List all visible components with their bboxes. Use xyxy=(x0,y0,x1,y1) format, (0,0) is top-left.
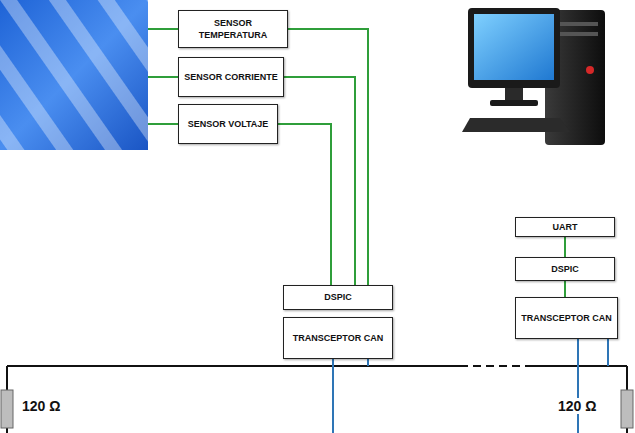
box-label: SENSOR TEMPERATURA xyxy=(179,17,287,41)
signal-wire xyxy=(564,237,566,257)
can-bus xyxy=(7,366,627,433)
resistor-label: 120 Ω xyxy=(20,398,62,414)
box-label: UART xyxy=(553,221,578,233)
resistor-label: 120 Ω xyxy=(556,398,598,414)
box-label: TRANSCEPTOR CAN xyxy=(521,312,611,324)
process-box: DSPIC xyxy=(515,257,615,281)
box-label: DSPIC xyxy=(551,263,579,275)
signal-wire xyxy=(564,281,566,297)
process-box: TRANSCEPTOR CAN xyxy=(515,297,618,339)
process-box: SENSOR VOLTAJE xyxy=(178,104,278,144)
signal-wire xyxy=(278,124,331,285)
computer-icon xyxy=(462,8,605,145)
panel-wire xyxy=(148,29,178,124)
box-label: DSPIC xyxy=(324,291,352,303)
process-box: UART xyxy=(515,217,615,237)
process-box: SENSOR TEMPERATURA xyxy=(178,10,288,48)
resistor-symbol xyxy=(1,390,633,428)
process-box: DSPIC xyxy=(283,285,393,310)
box-label: SENSOR VOLTAJE xyxy=(188,118,269,130)
box-label: TRANSCEPTOR CAN xyxy=(293,332,383,344)
signal-wire xyxy=(284,77,355,285)
solar-panel xyxy=(0,0,148,150)
box-label: SENSOR CORRIENTE xyxy=(184,71,278,83)
process-box: TRANSCEPTOR CAN xyxy=(283,317,393,359)
process-box: SENSOR CORRIENTE xyxy=(178,57,284,97)
